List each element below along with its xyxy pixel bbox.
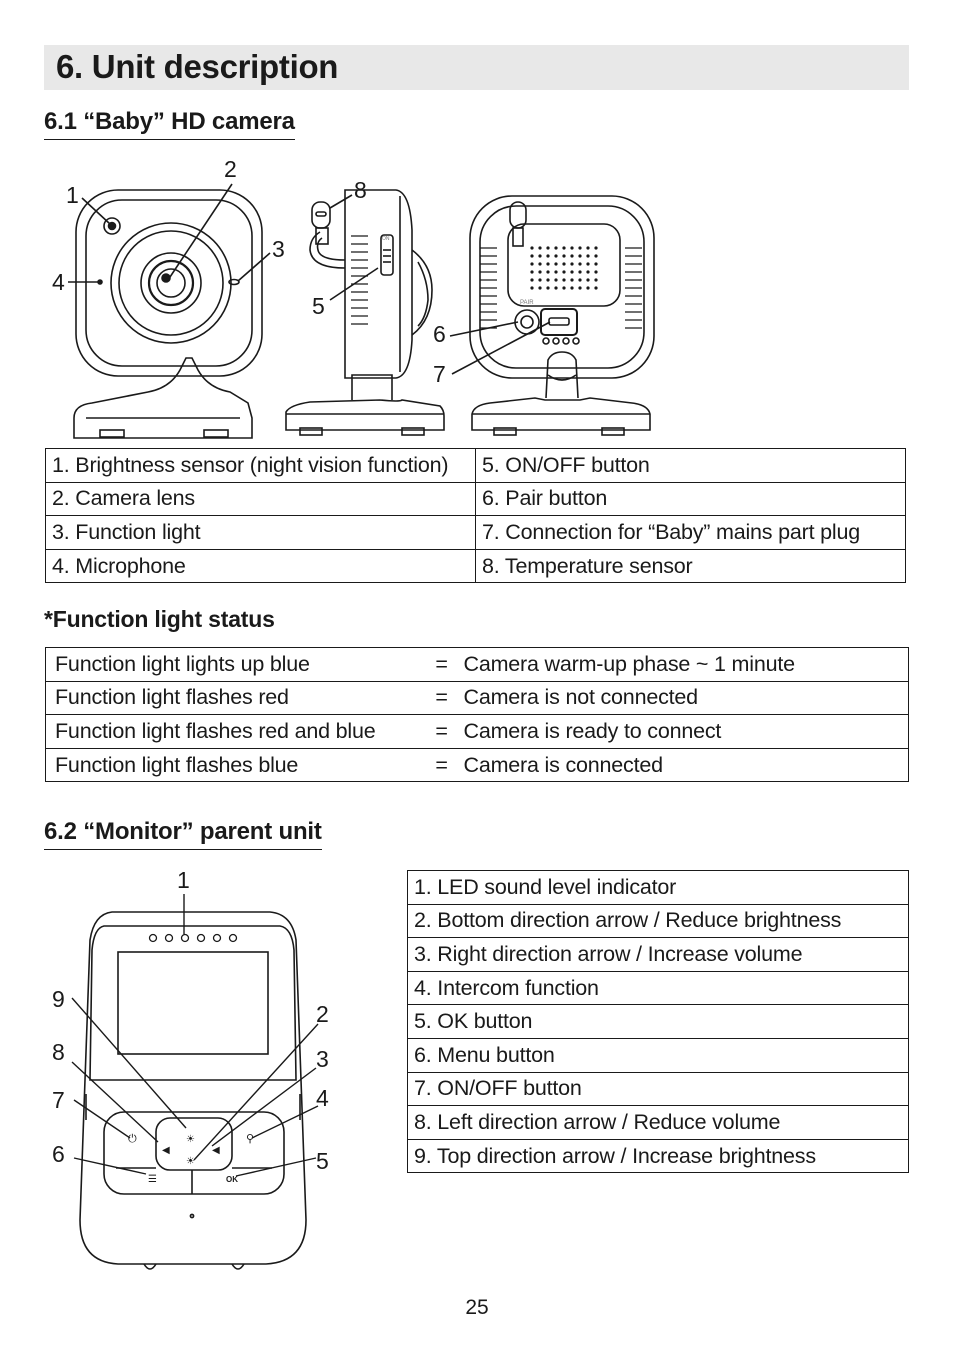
monitor-callout-8: 8 (52, 1039, 65, 1065)
camera-illustration: PAIR ON 1 2 3 4 5 6 7 8 (52, 156, 655, 439)
light-state: Function light flashes blue (45, 747, 422, 783)
monitor-section-title: 6.2 “Monitor” parent unit (44, 818, 322, 850)
table-cell: 3. Right direction arrow / Increase volu… (407, 937, 909, 972)
page-number: 25 (465, 1296, 489, 1319)
on-label: ON (382, 236, 390, 242)
camera-callout-7: 7 (433, 361, 446, 387)
table-cell: 1. LED sound level indicator (407, 870, 909, 905)
monitor-callout-9: 9 (52, 986, 65, 1012)
table-row: Function light flashes red = Camera is n… (45, 680, 909, 716)
light-state: Function light lights up blue (45, 647, 422, 682)
table-row: 9. Top direction arrow / Increase bright… (407, 1138, 909, 1174)
table-cell: 8. Left direction arrow / Reduce volume (407, 1105, 909, 1140)
table-cell: 1. Brightness sensor (night vision funct… (45, 448, 476, 483)
monitor-callout-4: 4 (316, 1085, 329, 1111)
table-row: 1. Brightness sensor (night vision funct… (45, 448, 906, 483)
monitor-callout-6: 6 (52, 1141, 65, 1167)
table-row: 5. OK button (407, 1004, 909, 1039)
table-row: 2. Camera lens 6. Pair button (45, 481, 906, 517)
table-row: 6. Menu button (407, 1037, 909, 1073)
ok-button-label[interactable]: OK (226, 1175, 238, 1184)
function-light-table: Function light lights up blue = Camera w… (45, 647, 909, 783)
camera-callout-4: 4 (52, 269, 65, 295)
table-cell: 4. Intercom function (407, 970, 909, 1006)
pair-label: PAIR (520, 300, 534, 306)
camera-callout-5: 5 (312, 293, 325, 319)
table-row: 4. Microphone 8. Temperature sensor (45, 548, 906, 584)
monitor-callout-3: 3 (316, 1046, 329, 1072)
table-row: 3. Function light 7. Connection for “Bab… (45, 515, 906, 550)
microphone-icon[interactable]: ⚲ (246, 1132, 254, 1145)
camera-callout-6: 6 (433, 321, 446, 347)
monitor-callout-5: 5 (316, 1148, 329, 1174)
table-cell: 3. Function light (45, 515, 476, 550)
equals-sign: = (421, 680, 462, 716)
table-cell: 4. Microphone (45, 548, 476, 584)
table-row: 1. LED sound level indicator (407, 870, 909, 905)
camera-back-view (449, 195, 655, 436)
table-row: Function light flashes red and blue = Ca… (45, 714, 909, 749)
camera-section-title: 6.1 “Baby” HD camera (44, 108, 295, 140)
camera-back-vents (480, 247, 642, 329)
equals-sign: = (421, 647, 462, 682)
light-meaning: Camera is not connected (461, 680, 909, 716)
chapter-title: 6. Unit description (56, 48, 339, 85)
table-row: 3. Right direction arrow / Increase volu… (407, 937, 909, 972)
equals-sign: = (421, 747, 462, 783)
table-row: 2. Bottom direction arrow / Reduce brigh… (407, 903, 909, 939)
table-row: Function light flashes blue = Camera is … (45, 747, 909, 783)
light-meaning: Camera is connected (461, 747, 909, 783)
monitor-parts-table: 1. LED sound level indicator 2. Bottom d… (407, 870, 909, 1174)
table-cell: 7. ON/OFF button (407, 1071, 909, 1107)
table-row: 7. ON/OFF button (407, 1071, 909, 1107)
table-cell: 6. Menu button (407, 1037, 909, 1073)
table-cell: 9. Top direction arrow / Increase bright… (407, 1138, 909, 1174)
volume-down-icon[interactable]: ◀ (162, 1145, 170, 1156)
monitor-callout-1: 1 (177, 867, 190, 893)
light-state: Function light flashes red and blue (45, 714, 422, 749)
light-meaning: Camera is ready to connect (461, 714, 909, 749)
sound-level-leds (148, 933, 238, 943)
table-row: Function light lights up blue = Camera w… (45, 647, 909, 682)
monitor-illustration: ☀ ☀ ◀ ◀ ⚲ ⏻ ☰ OK 1 2 3 4 5 6 7 8 9 (52, 867, 329, 1270)
table-cell: 2. Bottom direction arrow / Reduce brigh… (407, 903, 909, 939)
table-cell: 8. Temperature sensor (475, 548, 906, 584)
light-state: Function light flashes red (45, 680, 422, 716)
power-icon[interactable]: ⏻ (128, 1132, 137, 1145)
camera-side-view (285, 189, 445, 436)
table-cell: 7. Connection for “Baby” mains part plug (475, 515, 906, 550)
chapter-title-bar (44, 45, 909, 90)
monitor-callout-lines (71, 894, 319, 1177)
table-cell: 6. Pair button (475, 481, 906, 517)
camera-callout-1: 1 (66, 182, 79, 208)
menu-icon[interactable]: ☰ (148, 1174, 157, 1185)
camera-side-vents (351, 235, 368, 325)
camera-callout-2: 2 (224, 156, 237, 182)
table-cell: 2. Camera lens (45, 481, 476, 517)
light-meaning: Camera warm-up phase ~ 1 minute (461, 647, 909, 682)
camera-speaker-grille (530, 246, 598, 290)
camera-callout-8: 8 (354, 177, 367, 203)
table-row: 8. Left direction arrow / Reduce volume (407, 1105, 909, 1140)
table-cell: 5. OK button (407, 1004, 909, 1039)
camera-callout-3: 3 (272, 236, 285, 262)
camera-front-view (68, 183, 271, 439)
brightness-down-icon[interactable]: ☀ (186, 1156, 195, 1167)
camera-parts-table: 1. Brightness sensor (night vision funct… (45, 448, 906, 584)
brightness-up-icon[interactable]: ☀ (186, 1134, 195, 1145)
volume-up-icon[interactable]: ◀ (212, 1145, 220, 1156)
function-light-heading: *Function light status (44, 606, 275, 632)
table-row: 4. Intercom function (407, 970, 909, 1006)
equals-sign: = (421, 714, 462, 749)
monitor-callout-7: 7 (52, 1087, 65, 1113)
monitor-callout-2: 2 (316, 1001, 329, 1027)
table-cell: 5. ON/OFF button (475, 448, 906, 483)
